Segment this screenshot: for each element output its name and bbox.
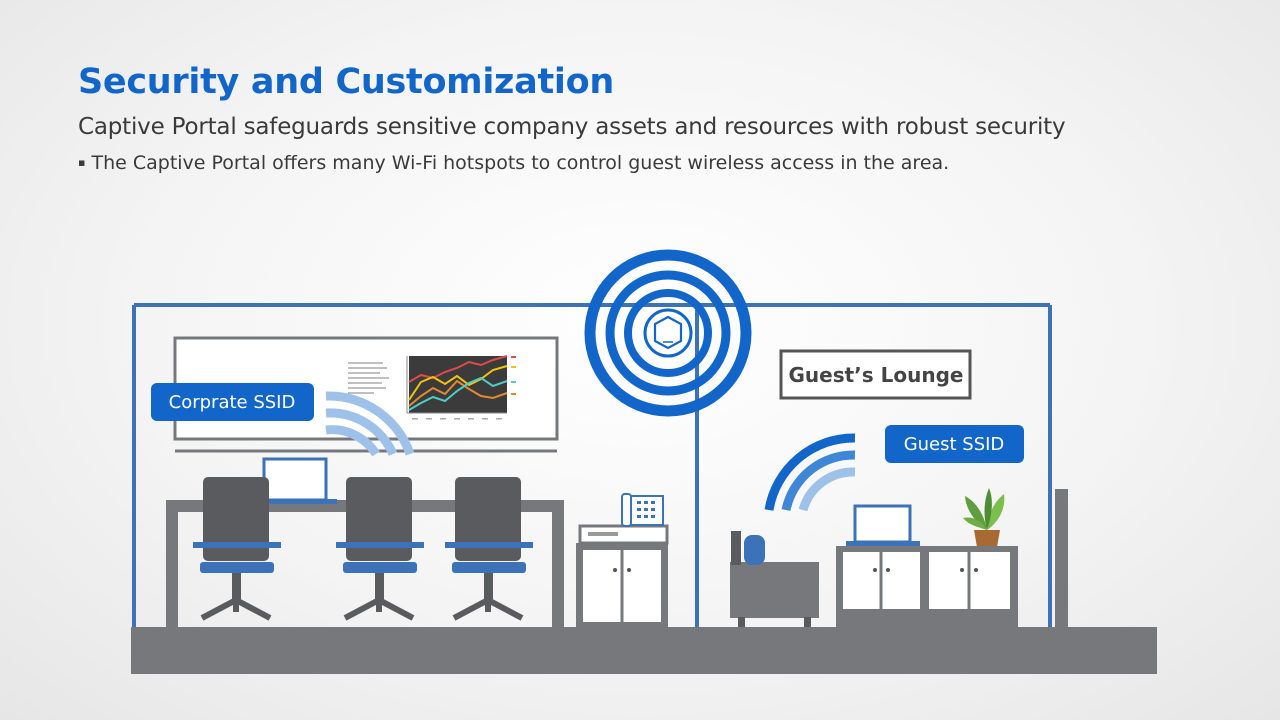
slide-title: Security and Customization — [78, 62, 614, 102]
laptop-icon — [256, 457, 337, 504]
slide-subtitle: Captive Portal safeguards sensitive comp… — [78, 114, 1066, 140]
whiteboard-chart — [406, 355, 516, 420]
access-point-icon — [584, 249, 752, 417]
lounge-sign-label: Guest’s Lounge — [789, 363, 964, 387]
office-chair-1 — [193, 477, 281, 621]
guest-ssid-badge: Guest SSID — [885, 425, 1024, 463]
bullet-point: ▪ The Captive Portal offers many Wi-Fi ho… — [78, 152, 949, 174]
corporate-ssid-badge: Corprate SSID — [151, 383, 314, 421]
bullet-marker: ▪ — [78, 156, 86, 169]
guest-cabinet-icon — [836, 546, 1018, 627]
cabinet-icon — [576, 543, 668, 627]
phone-icon — [578, 493, 669, 545]
guest-ssid-label: Guest SSID — [904, 434, 1005, 455]
corporate-ssid-label: Corprate SSID — [169, 392, 296, 413]
guest-wifi-icon — [764, 433, 856, 512]
bullet-text: The Captive Portal offers many Wi-Fi hot… — [91, 152, 950, 174]
office-chair-2 — [336, 477, 424, 621]
lounge-sign: Guest’s Lounge — [779, 349, 972, 400]
guest-laptop-icon — [846, 504, 920, 546]
sofa-icon — [730, 531, 819, 627]
right-wall-stub — [1055, 489, 1068, 627]
floor-base — [131, 627, 1157, 674]
plant-icon — [963, 488, 1005, 547]
office-chair-3 — [445, 477, 533, 621]
corporate-wifi-icon — [325, 391, 415, 457]
whiteboard-text-lines — [348, 362, 389, 394]
